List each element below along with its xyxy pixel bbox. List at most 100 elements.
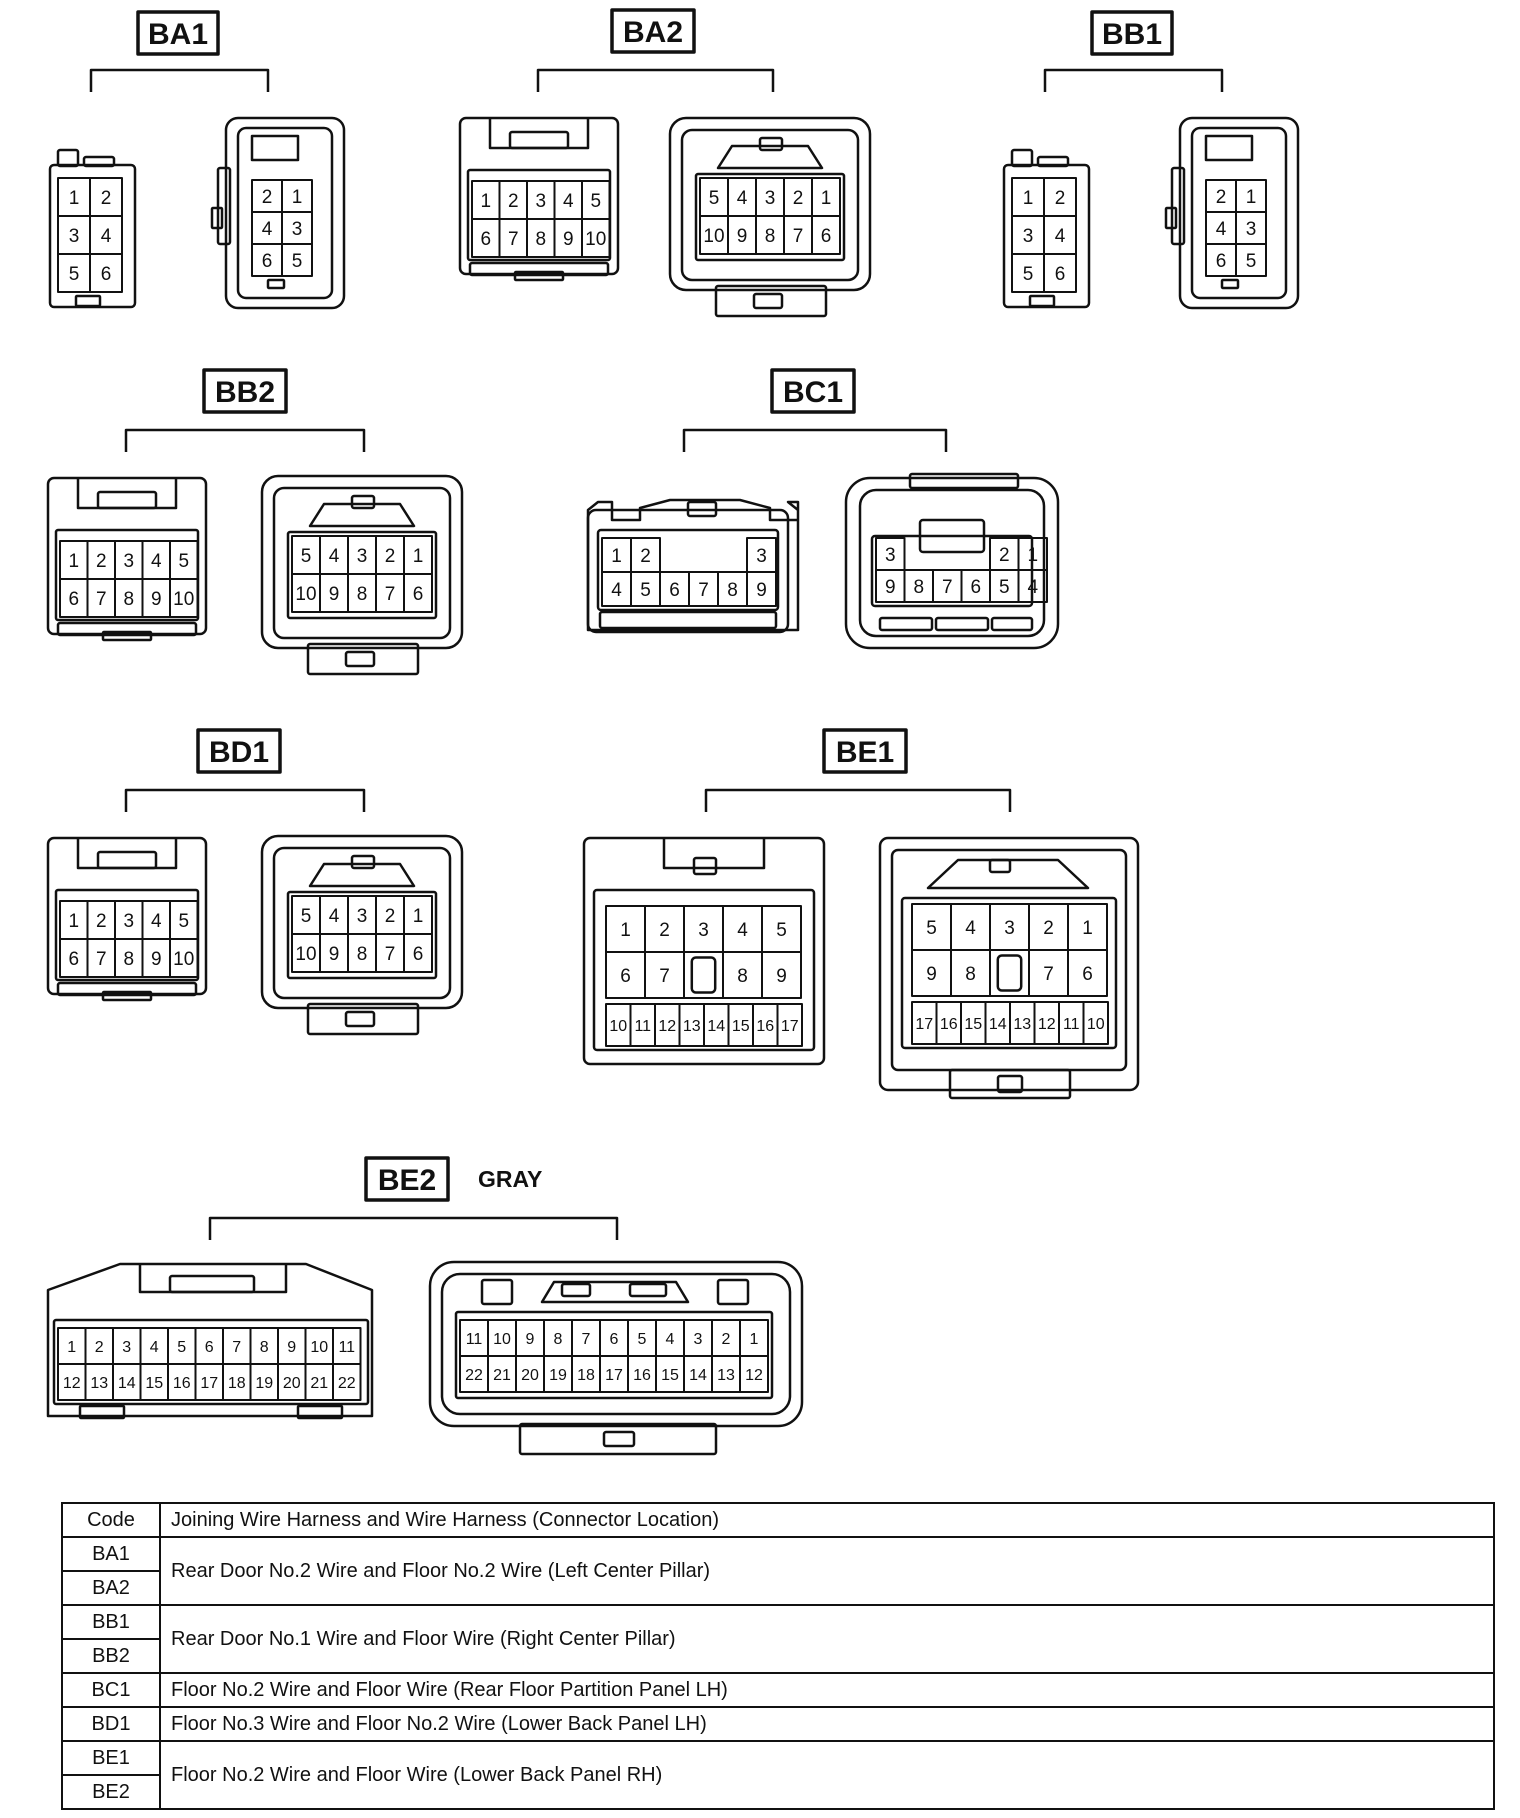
- connector-outline: [260, 834, 464, 1010]
- pin-number: 3: [292, 219, 303, 240]
- pin-number: 9: [756, 580, 767, 601]
- connector-outline: [900, 896, 1118, 1050]
- connector-outline: [468, 261, 610, 277]
- pin-number: 10: [1087, 1016, 1105, 1033]
- pin-number: 16: [940, 1016, 958, 1033]
- pin-number: 5: [709, 188, 720, 209]
- pin-number: 2: [96, 911, 107, 932]
- pin-number: 4: [151, 911, 162, 932]
- connector-outline: [236, 126, 334, 300]
- pin-number: 1: [413, 906, 424, 927]
- pin-number: 1: [1246, 187, 1257, 208]
- pin-cell: [1235, 243, 1267, 277]
- pin-number: 21: [493, 1367, 511, 1384]
- pin-number: 11: [338, 1339, 355, 1356]
- table-code: BB1: [61, 1604, 161, 1640]
- pin-number: 5: [776, 920, 787, 941]
- connector-label-box: [196, 728, 282, 774]
- pin-number: 1: [821, 188, 832, 209]
- pin-number: 4: [611, 580, 622, 601]
- pin-number: 1: [1082, 918, 1093, 939]
- pin-number: 3: [694, 1331, 703, 1348]
- connector-outline: [82, 155, 116, 168]
- pin-cell: [403, 933, 433, 973]
- pin-number: 1: [69, 188, 80, 209]
- pin-number: 10: [295, 944, 316, 965]
- connector-outline: [926, 858, 1090, 890]
- pin-number: 1: [413, 546, 424, 567]
- pin-number: 5: [178, 911, 189, 932]
- pin-number: 1: [1027, 545, 1038, 566]
- pin-number: 2: [385, 906, 396, 927]
- table-code: BA1: [61, 1536, 161, 1572]
- pin-number: 13: [90, 1375, 108, 1392]
- connector-outline: [714, 284, 828, 318]
- connector-outline: [662, 838, 766, 870]
- pin-number: 2: [385, 546, 396, 567]
- pin-number: 4: [737, 188, 748, 209]
- pin-number: 7: [942, 577, 953, 598]
- table-row: BE1 Floor No.2 Wire and Floor Wire (Lowe…: [61, 1740, 1495, 1810]
- pin-number: 6: [821, 226, 832, 247]
- pin-number: 6: [413, 584, 424, 605]
- pin-number: 12: [63, 1375, 81, 1392]
- pin-number: 7: [385, 944, 396, 965]
- pin-number: 18: [228, 1375, 246, 1392]
- connector-outline: [1036, 155, 1070, 168]
- connector-outline: [96, 490, 158, 510]
- connector-outline: [602, 1430, 636, 1448]
- pin-number: 7: [385, 584, 396, 605]
- pin-cell: [739, 1355, 769, 1393]
- pin-number: 5: [301, 906, 312, 927]
- connector-label: BD1: [209, 736, 269, 769]
- connector-outline: [758, 136, 784, 152]
- pin-number: 8: [123, 949, 134, 970]
- pin-number: 15: [964, 1016, 982, 1033]
- pin-number: 5: [178, 551, 189, 572]
- connector-label: BE2: [378, 1164, 436, 1197]
- connector-outline: [350, 494, 376, 510]
- connector-outline: [138, 1264, 288, 1294]
- connector-outline: [716, 1278, 750, 1306]
- table-header-code: Code: [61, 1502, 161, 1538]
- connector-outline: [344, 650, 376, 668]
- connector-outline: [250, 134, 300, 162]
- connector-outline: [596, 528, 780, 612]
- connector-outline: [518, 1422, 718, 1456]
- connector-location-table: Code Joining Wire Harness and Wire Harne…: [61, 1502, 1495, 1810]
- pin-number: 8: [727, 580, 738, 601]
- pin-number: 3: [357, 546, 368, 567]
- pin-number: 3: [1004, 918, 1015, 939]
- connector-outline: [582, 836, 826, 1066]
- pin-number: 1: [620, 920, 631, 941]
- table-code: BE1: [61, 1740, 161, 1776]
- pin-number: 12: [658, 1018, 676, 1035]
- pin-number: 3: [123, 911, 134, 932]
- connector-outline: [74, 294, 102, 308]
- pin-number: 18: [577, 1367, 595, 1384]
- pin-number: 4: [101, 226, 112, 247]
- pin-number: 3: [535, 191, 546, 212]
- connector-outline: [586, 498, 800, 632]
- pin-number: 5: [1246, 251, 1257, 272]
- pin-cell: [746, 571, 777, 607]
- connector-outline: [56, 148, 80, 168]
- connector-outline: [628, 1282, 668, 1298]
- pin-number: 19: [255, 1375, 273, 1392]
- pin-number: 20: [521, 1367, 539, 1384]
- pin-number: 2: [999, 545, 1010, 566]
- pin-number: 5: [69, 264, 80, 285]
- connector-outline: [56, 621, 198, 637]
- pin-cell: [1082, 1001, 1109, 1045]
- pin-number: 1: [68, 911, 79, 932]
- table-description: Floor No.2 Wire and Floor Wire (Lower Ba…: [159, 1740, 1495, 1810]
- connector-label-box: [1090, 10, 1174, 56]
- pin-number: 6: [68, 949, 79, 970]
- pin-number: 4: [563, 191, 574, 212]
- table-code: BA2: [61, 1570, 161, 1606]
- pin-number: 9: [885, 577, 896, 598]
- pin-number: 9: [776, 966, 787, 987]
